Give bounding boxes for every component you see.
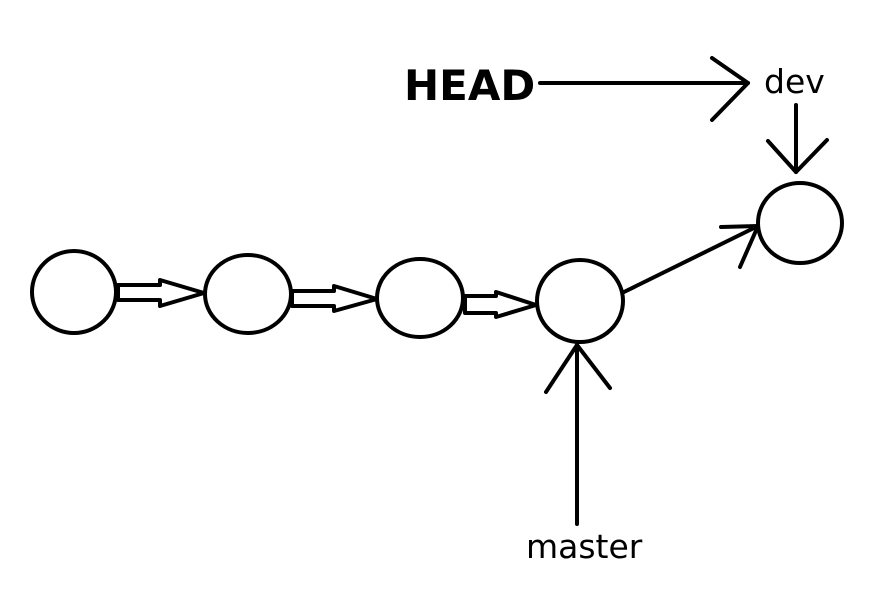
commit-node-1 bbox=[30, 249, 118, 335]
arrow-head-to-dev bbox=[538, 56, 750, 122]
arrow-master-to-commit bbox=[544, 343, 612, 526]
master-label: master bbox=[526, 527, 643, 566]
arrow-commit-to-dev bbox=[622, 224, 760, 294]
commit-node-dev bbox=[756, 181, 844, 265]
head-label: HEAD bbox=[404, 61, 535, 110]
commit-node-2 bbox=[203, 253, 293, 335]
arrow-dev-to-commit bbox=[766, 103, 829, 174]
commit-node-4 bbox=[535, 258, 625, 344]
double-arrow-1-2 bbox=[116, 278, 206, 308]
double-arrow-3-4 bbox=[463, 290, 538, 319]
dev-label: dev bbox=[764, 62, 825, 101]
commit-node-3 bbox=[375, 257, 465, 339]
double-arrow-2-3 bbox=[290, 284, 379, 313]
